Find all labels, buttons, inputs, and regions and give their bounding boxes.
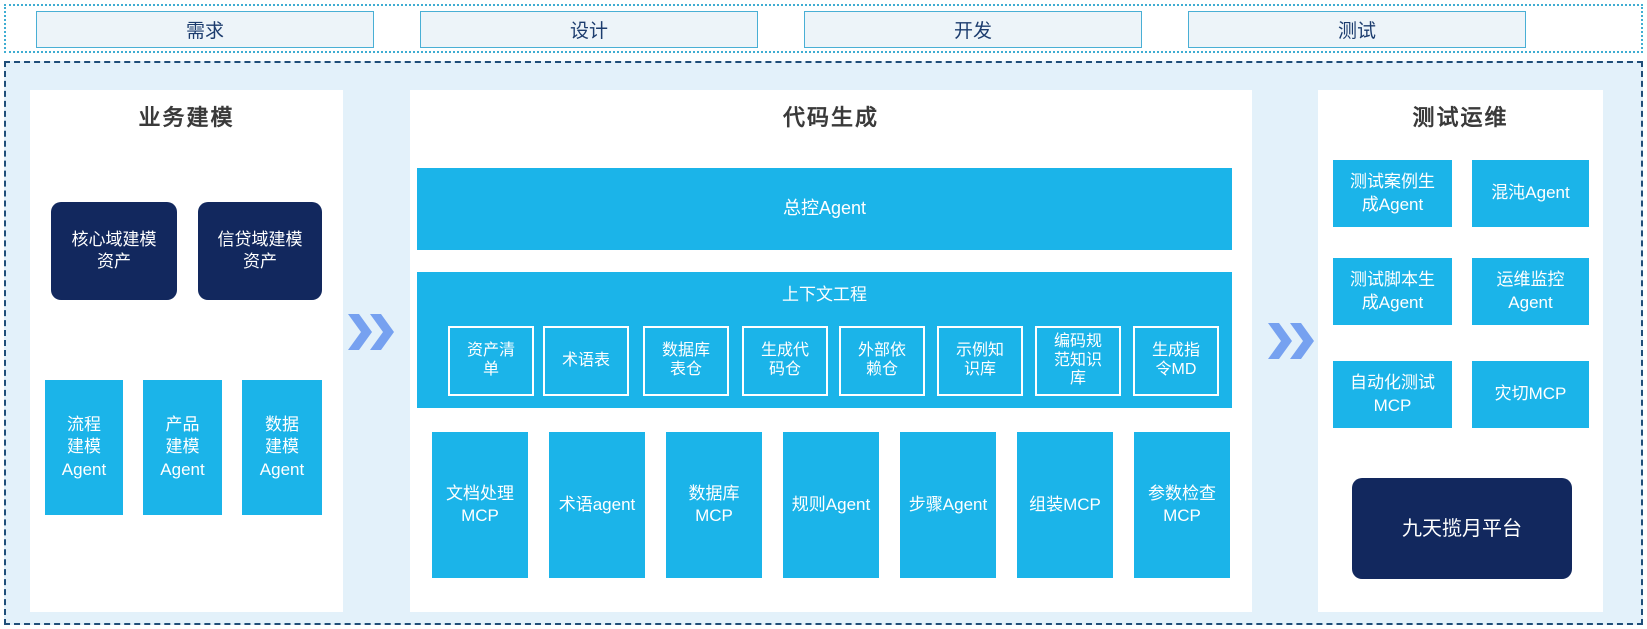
node-credit-domain-modeling-assets: 信贷域建模 资产 — [198, 202, 322, 300]
ctx-item-example-knowledge-base: 示例知 识库 — [937, 326, 1023, 396]
phase-strip: 需求 设计 开发 测试 — [4, 4, 1643, 53]
context-engineering-title: 上下文工程 — [782, 285, 867, 304]
node-database-mcp: 数据库 MCP — [666, 432, 762, 578]
node-param-check-mcp: 参数检查 MCP — [1134, 432, 1230, 578]
ctx-item-coding-standards-kb: 编码规 范知识 库 — [1035, 326, 1121, 396]
panel-title-test-ops: 测试运维 — [1412, 105, 1509, 130]
ctx-item-gen-instruction-md: 生成指 令MD — [1133, 326, 1219, 396]
phase-box-requirements: 需求 — [36, 11, 374, 48]
phase-box-development: 开发 — [804, 11, 1142, 48]
panel-code-generation: 代码生成 总控Agent 上下文工程 资产清 单 术语表 数据库 表仓 生成代 … — [410, 90, 1252, 612]
node-test-case-gen-agent: 测试案例生 成Agent — [1333, 160, 1452, 227]
node-automation-test-mcp: 自动化测试 MCP — [1333, 361, 1452, 428]
ctx-item-generated-code-repo: 生成代 码仓 — [742, 326, 828, 396]
ctx-item-glossary: 术语表 — [543, 326, 629, 396]
node-chaos-agent: 混沌Agent — [1472, 160, 1589, 227]
node-process-modeling-agent: 流程 建模 Agent — [45, 380, 123, 515]
node-jiutian-lanyue-platform: 九天揽月平台 — [1352, 478, 1572, 579]
main-container: 业务建模 核心域建模 资产 信贷域建模 资产 流程 建模 Agent 产品 建模… — [4, 61, 1643, 625]
node-glossary-agent: 术语agent — [549, 432, 645, 578]
node-ops-monitor-agent: 运维监控 Agent — [1472, 258, 1589, 325]
phase-box-design: 设计 — [420, 11, 758, 48]
node-step-agent: 步骤Agent — [900, 432, 996, 578]
node-data-modeling-agent: 数据 建模 Agent — [242, 380, 322, 515]
chevron-right-icon — [344, 312, 396, 352]
panel-business-modeling: 业务建模 核心域建模 资产 信贷域建模 资产 流程 建模 Agent 产品 建模… — [30, 90, 343, 612]
phase-box-testing: 测试 — [1188, 11, 1526, 48]
node-rule-agent: 规则Agent — [783, 432, 879, 578]
ctx-item-db-table-repo: 数据库 表仓 — [643, 326, 729, 396]
panel-title-code-generation: 代码生成 — [782, 105, 879, 130]
node-test-script-gen-agent: 测试脚本生 成Agent — [1333, 258, 1452, 325]
node-core-domain-modeling-assets: 核心域建模 资产 — [51, 202, 177, 300]
node-doc-processing-mcp: 文档处理 MCP — [432, 432, 528, 578]
ctx-item-asset-list: 资产清 单 — [448, 326, 534, 396]
node-product-modeling-agent: 产品 建模 Agent — [143, 380, 222, 515]
panel-test-ops: 测试运维 测试案例生 成Agent 混沌Agent 测试脚本生 成Agent 运… — [1318, 90, 1603, 612]
node-disaster-switch-mcp: 灾切MCP — [1472, 361, 1589, 428]
node-master-agent: 总控Agent — [417, 168, 1232, 250]
context-engineering-group: 上下文工程 资产清 单 术语表 数据库 表仓 生成代 码仓 外部依 赖仓 示例知… — [417, 272, 1232, 408]
chevron-right-icon — [1264, 321, 1316, 361]
panel-title-business-modeling: 业务建模 — [138, 105, 235, 130]
node-assembly-mcp: 组装MCP — [1017, 432, 1113, 578]
ctx-item-external-deps-repo: 外部依 赖仓 — [839, 326, 925, 396]
